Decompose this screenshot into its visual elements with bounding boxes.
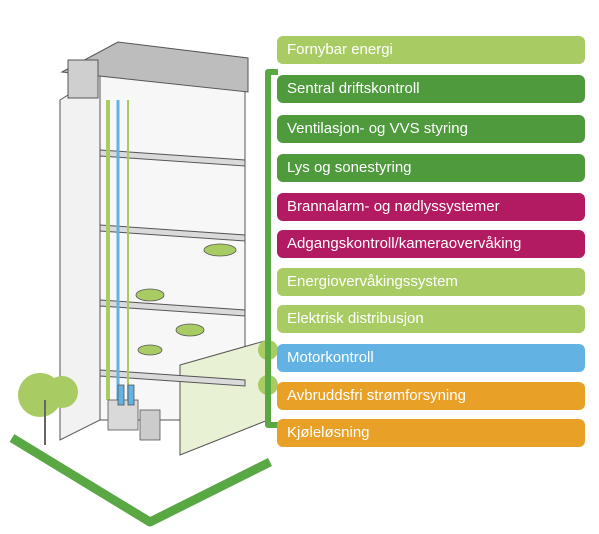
floor-slabs xyxy=(99,149,246,387)
table-chairs-icon xyxy=(135,243,237,356)
roof xyxy=(60,41,249,93)
risers xyxy=(106,100,129,400)
label-ventilasjon-vvs: Ventilasjon- og VVS styring xyxy=(277,115,585,143)
label-lys-sonestyring: Lys og sonestyring xyxy=(277,154,585,182)
label-kjolelosning: Kjøleløsning xyxy=(277,419,585,447)
connector-line xyxy=(265,69,278,428)
hvac-equipment-icon xyxy=(107,384,161,441)
label-avbruddsfri-stromforsyning: Avbruddsfri strømforsyning xyxy=(277,382,585,410)
ground-outline xyxy=(9,434,273,527)
label-sentral-driftskontroll: Sentral driftskontroll xyxy=(277,75,585,103)
label-brannalarm-nodlys: Brannalarm- og nødlyssystemer xyxy=(277,193,585,221)
roof-unit xyxy=(67,59,99,99)
label-fornybar-energi: Fornybar energi xyxy=(277,36,585,64)
label-elektrisk-distribusjon: Elektrisk distribusjon xyxy=(277,305,585,333)
label-adgangskontroll-kamera: Adgangskontroll/kameraovervåking xyxy=(277,230,585,258)
label-energiovervaking: Energiovervåkingssystem xyxy=(277,268,585,296)
label-motorkontroll: Motorkontroll xyxy=(277,344,585,372)
